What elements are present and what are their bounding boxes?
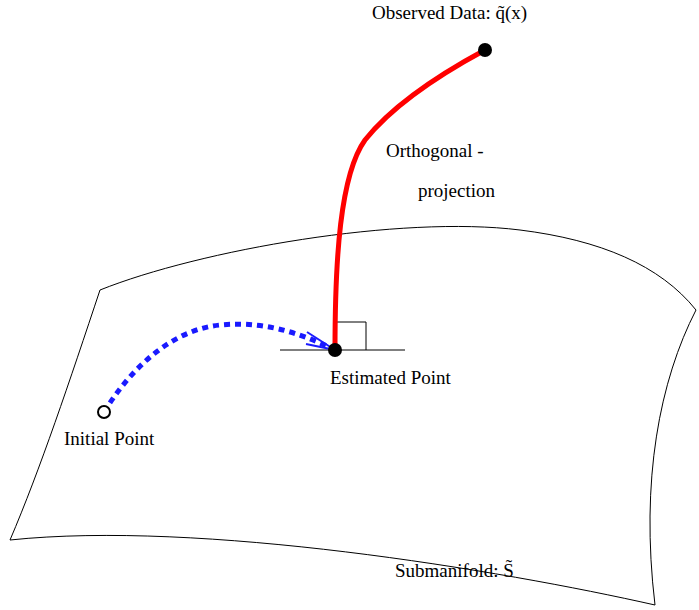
right-angle-mark [337,322,366,350]
tangent-line [280,350,405,351]
estimated-point-label: Estimated Point [330,367,451,389]
estimation-path [104,324,333,412]
observed-point [478,43,492,57]
estimated-point [328,343,342,357]
initial-point-label: Initial Point [64,428,154,450]
initial-point [98,406,110,418]
submanifold-label: Submanifold: S̃ [395,560,514,582]
observed-data-label: Observed Data: q̃(x) [372,2,527,24]
submanifold-surface [10,226,696,605]
projection-label: Orthogonal -projection [386,131,548,211]
